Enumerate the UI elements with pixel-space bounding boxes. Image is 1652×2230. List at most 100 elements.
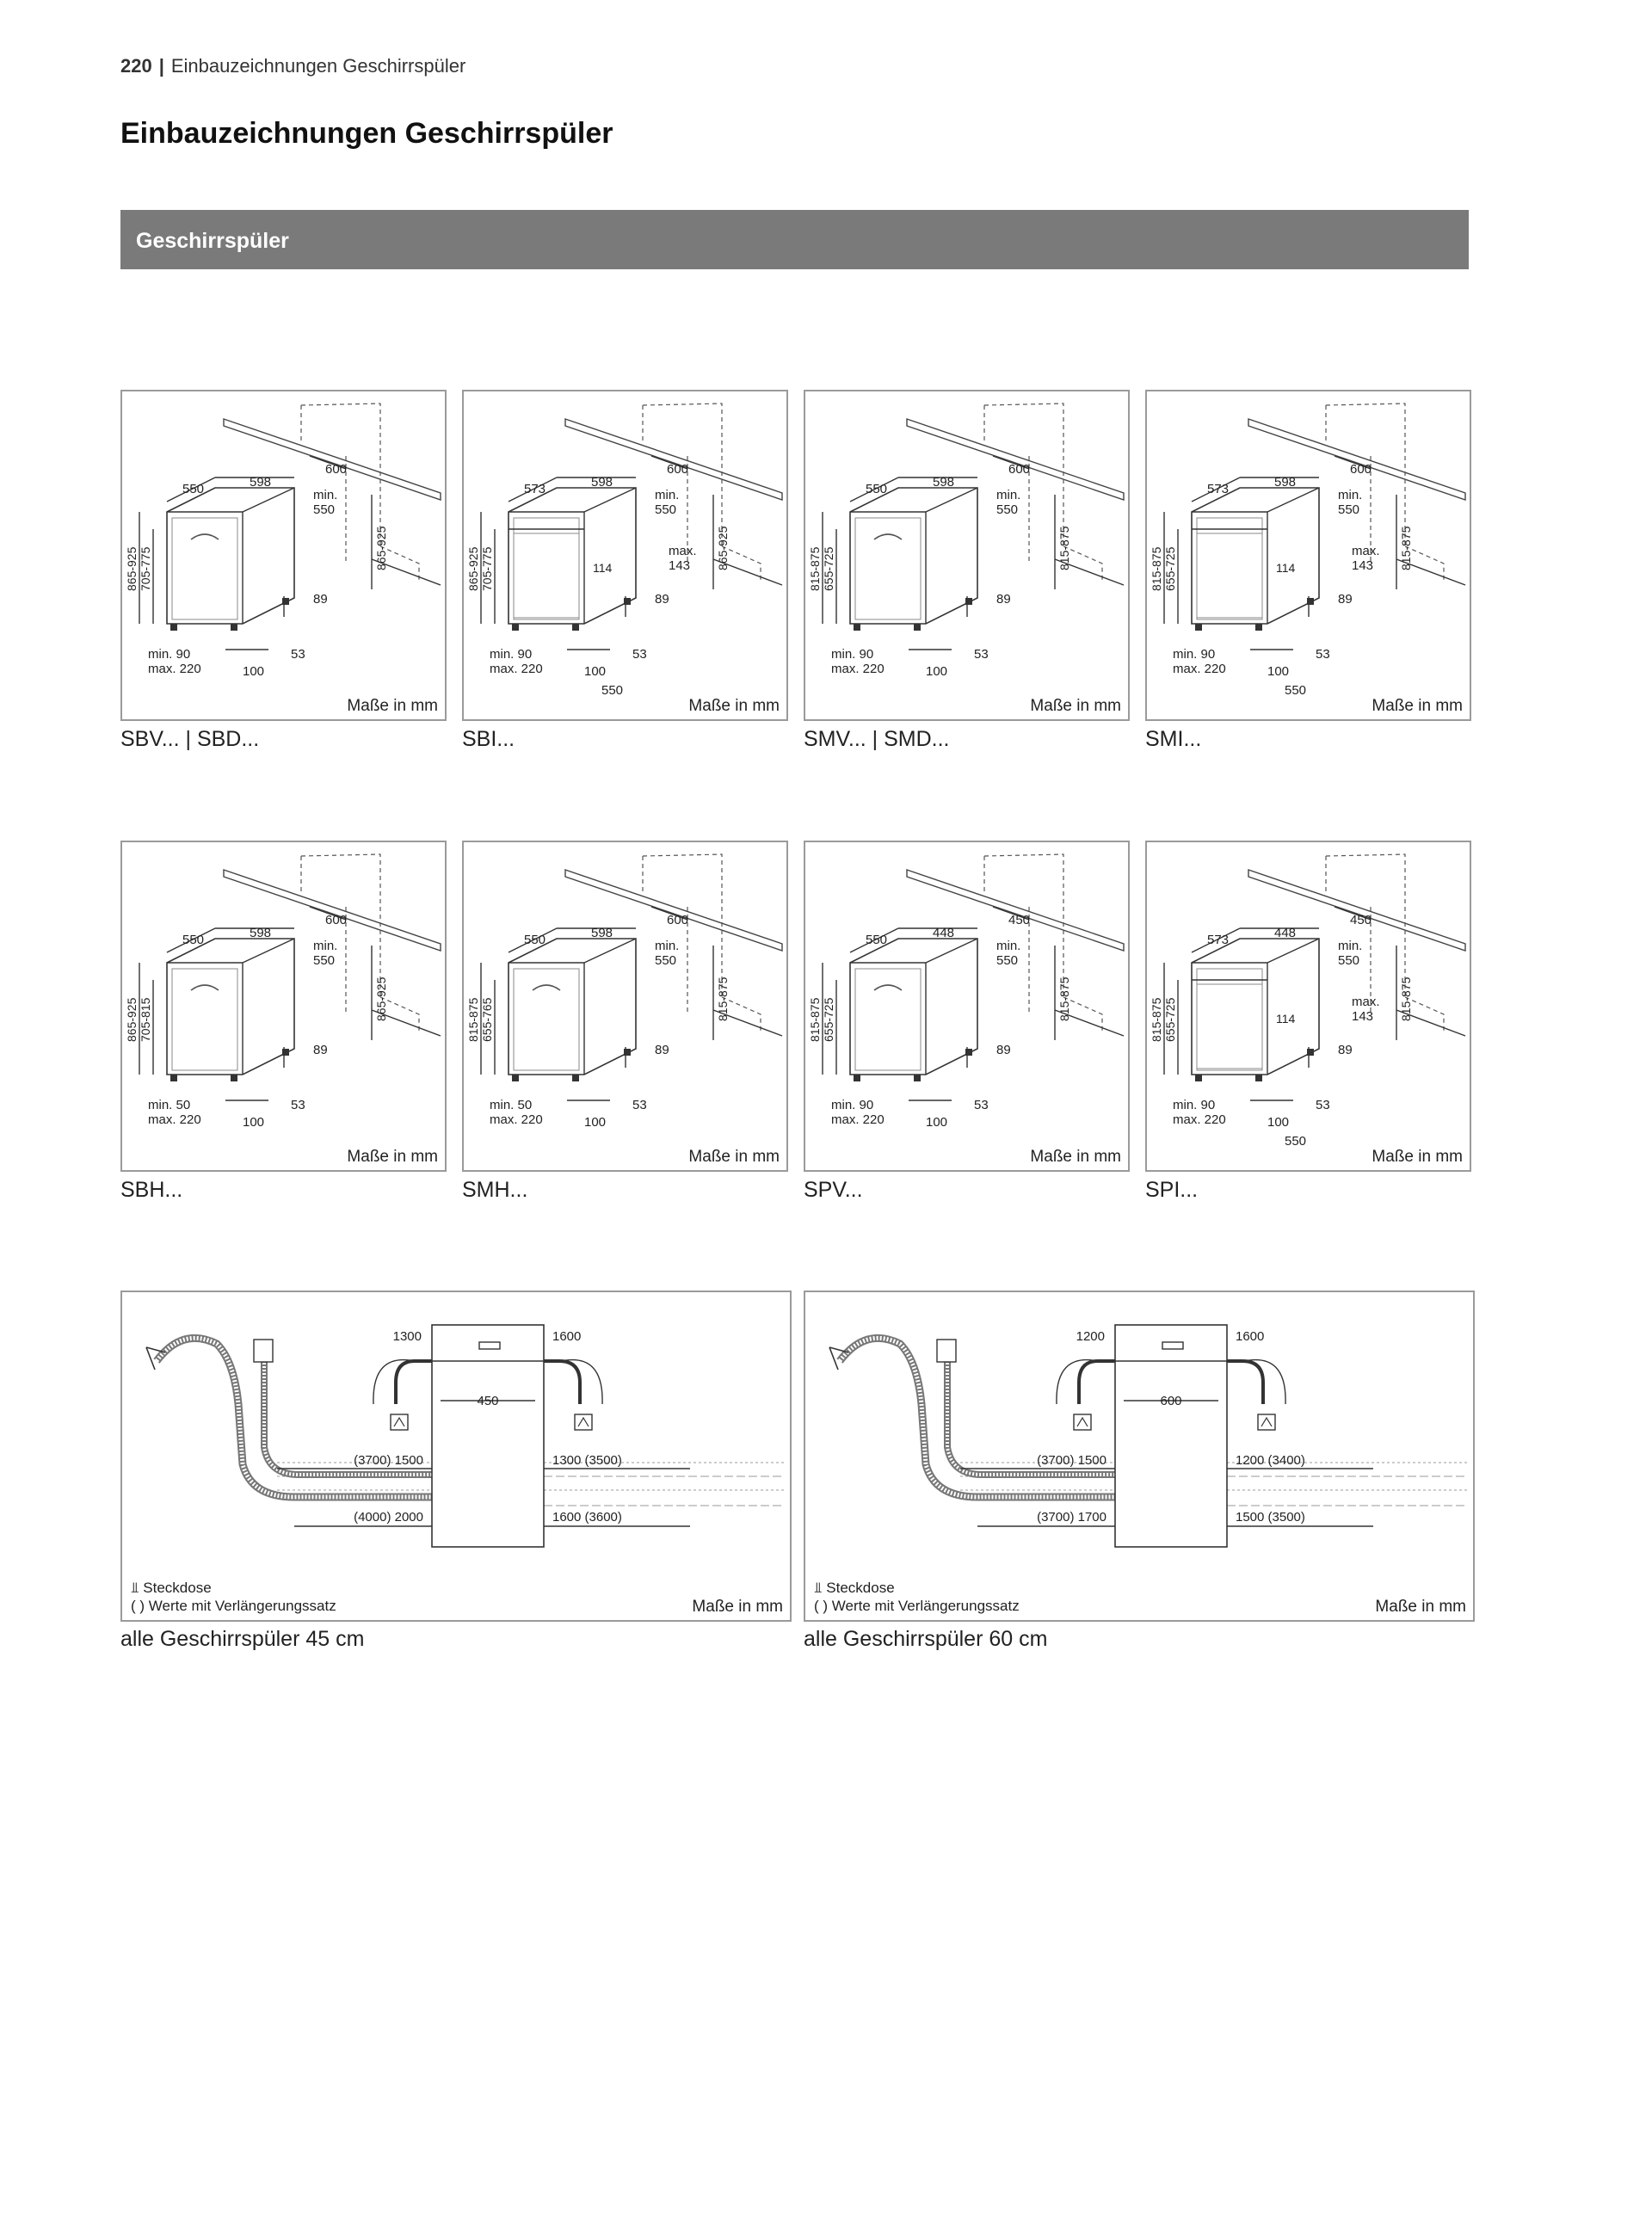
niche-depth-label: min.550 bbox=[996, 939, 1020, 968]
right-hose-length-label: 1600 bbox=[1236, 1329, 1264, 1344]
width-dimension-label: 550 bbox=[182, 482, 204, 496]
legend-extension: ( ) Werte mit Verlängerungssatz bbox=[814, 1598, 1020, 1614]
height-range-label: 815-875 bbox=[466, 997, 480, 1042]
toe-kick-label: 53 bbox=[632, 1098, 647, 1112]
niche-depth-label: min.550 bbox=[313, 488, 337, 517]
drain-hose-length-label: (3700) 1700 bbox=[1037, 1510, 1106, 1525]
unit-label: Maße in mm bbox=[688, 1148, 780, 1166]
niche-width-label: 600 bbox=[1350, 462, 1372, 477]
height-range-label: 865-925 bbox=[125, 546, 139, 591]
toe-kick-label: 53 bbox=[974, 1098, 989, 1112]
niche-height-label: 865-925 bbox=[374, 526, 388, 570]
running-header-section: Einbauzeichnungen Geschirrspüler bbox=[170, 55, 466, 77]
foot-distance-label: 100 bbox=[926, 1115, 947, 1130]
inner-height-range-label: 705-775 bbox=[480, 546, 494, 591]
plinth-height-label: 89 bbox=[996, 592, 1011, 607]
control-panel-height-label: 114 bbox=[593, 561, 613, 575]
foot-distance-label: 100 bbox=[243, 664, 264, 679]
left-hose-length-label: 1300 bbox=[393, 1329, 422, 1344]
section-banner: Geschirrspüler bbox=[120, 210, 1469, 269]
niche-width-label: 600 bbox=[667, 462, 688, 477]
max-door-label: max.143 bbox=[669, 544, 697, 573]
niche-height-label: 865-925 bbox=[374, 976, 388, 1021]
inner-height-range-label: 655-725 bbox=[822, 997, 835, 1042]
door-depth-label: 550 bbox=[1285, 683, 1306, 698]
width-dimension-label: 550 bbox=[182, 933, 204, 947]
drawing-legend: ⫫ Steckdose ( ) Werte mit Verlängerungssa… bbox=[814, 1579, 1020, 1615]
plinth-height-label: 89 bbox=[1338, 1043, 1353, 1057]
width-dimension-label: 573 bbox=[1207, 482, 1229, 496]
drawing-caption: alle Geschirrspüler 60 cm bbox=[804, 1627, 1048, 1651]
toe-kick-label: 53 bbox=[632, 647, 647, 662]
drawing-caption: SBV... | SBD... bbox=[120, 727, 260, 751]
niche-width-label: 450 bbox=[1350, 913, 1372, 927]
height-range-label: 815-875 bbox=[1150, 997, 1163, 1042]
unit-label: Maße in mm bbox=[1375, 1598, 1466, 1616]
drawing-caption: alle Geschirrspüler 45 cm bbox=[120, 1627, 365, 1651]
niche-width-label: 600 bbox=[325, 462, 347, 477]
height-range-label: 815-875 bbox=[808, 997, 822, 1042]
socket-icon: ⫫ bbox=[131, 1580, 144, 1596]
depth-dimension-label: 598 bbox=[250, 475, 271, 490]
width-dimension-label: 550 bbox=[524, 933, 546, 947]
section-banner-label: Geschirrspüler bbox=[136, 229, 289, 253]
foot-distance-label: 100 bbox=[926, 664, 947, 679]
depth-dimension-label: 598 bbox=[591, 475, 613, 490]
control-panel-height-label: 114 bbox=[1276, 1012, 1296, 1026]
height-range-label: 865-925 bbox=[466, 546, 480, 591]
legend-socket: ⫫ Steckdose bbox=[814, 1580, 895, 1596]
plinth-height-label: 89 bbox=[1338, 592, 1353, 607]
inner-height-range-label: 655-725 bbox=[1163, 997, 1177, 1042]
niche-depth-label: min.550 bbox=[996, 488, 1020, 517]
running-header: 220|Einbauzeichnungen Geschirrspüler bbox=[120, 55, 466, 77]
depth-dimension-label: 598 bbox=[1274, 475, 1296, 490]
plinth-height-label: 89 bbox=[655, 1043, 669, 1057]
height-range-label: 815-875 bbox=[1150, 546, 1163, 591]
depth-dimension-label: 598 bbox=[933, 475, 954, 490]
width-dimension-label: 573 bbox=[524, 482, 546, 496]
inner-height-range-label: 705-775 bbox=[139, 546, 152, 591]
supply-hose-right-label: 1200 (3400) bbox=[1236, 1453, 1305, 1468]
unit-label: Maße in mm bbox=[1372, 1148, 1463, 1166]
plinth-height-label: 89 bbox=[655, 592, 669, 607]
drawing-caption: SMV... | SMD... bbox=[804, 727, 950, 751]
left-hose-length-label: 1200 bbox=[1076, 1329, 1105, 1344]
legend-extension: ( ) Werte mit Verlängerungssatz bbox=[131, 1598, 336, 1614]
max-door-label: max.143 bbox=[1352, 995, 1380, 1024]
max-door-label: max.143 bbox=[1352, 544, 1380, 573]
foot-distance-label: 100 bbox=[243, 1115, 264, 1130]
plinth-height-label: 89 bbox=[313, 1043, 328, 1057]
inner-height-range-label: 655-725 bbox=[1163, 546, 1177, 591]
plinth-height-label: 89 bbox=[996, 1043, 1011, 1057]
toe-kick-label: 53 bbox=[974, 647, 989, 662]
niche-height-label: 815-875 bbox=[1057, 976, 1071, 1021]
unit-label: Maße in mm bbox=[688, 697, 780, 715]
width-dimension-label: 573 bbox=[1207, 933, 1229, 947]
right-hose-length-label: 1600 bbox=[552, 1329, 581, 1344]
niche-width-label: 450 bbox=[1008, 913, 1030, 927]
foot-distance-label: 100 bbox=[1267, 1115, 1289, 1130]
unit-label: Maße in mm bbox=[1030, 697, 1121, 715]
unit-label: Maße in mm bbox=[692, 1598, 783, 1616]
